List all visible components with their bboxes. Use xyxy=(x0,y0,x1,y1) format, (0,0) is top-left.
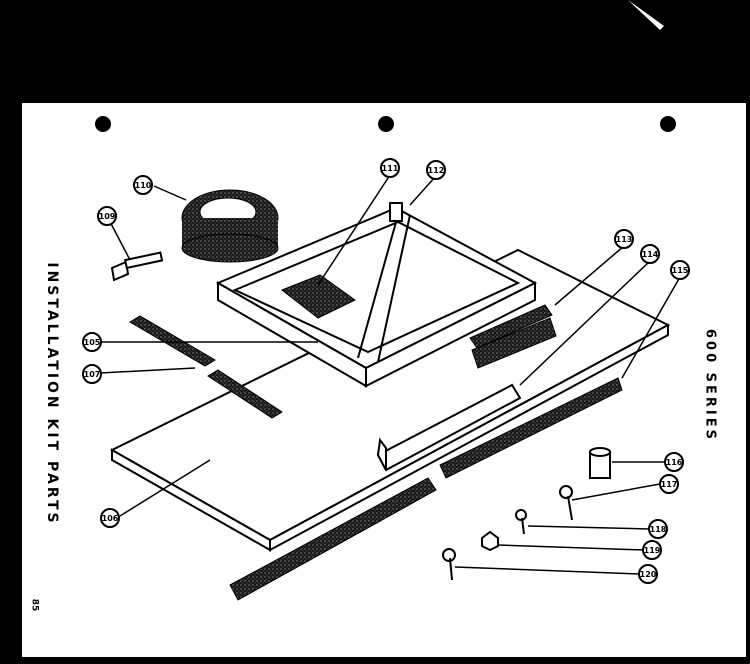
bushing xyxy=(589,447,611,479)
callout-114: 114 xyxy=(640,244,660,264)
svg-text:111: 111 xyxy=(382,164,399,173)
foam-strip-upper xyxy=(129,315,216,367)
callout-balloons: 105 106 107 109 110 111 112 113 114 115 116 117 118 1… xyxy=(82,158,690,584)
foam-pads-stack xyxy=(469,304,557,369)
svg-text:107: 107 xyxy=(84,370,101,379)
callout-107: 107 xyxy=(82,364,102,384)
hardware xyxy=(442,447,611,581)
callout-111: 111 xyxy=(380,158,400,178)
binder-hole-center xyxy=(378,116,394,132)
leader-lines xyxy=(99,174,681,575)
svg-text:117: 117 xyxy=(661,480,678,489)
corner-mark xyxy=(628,0,664,30)
callout-109: 109 xyxy=(97,206,117,226)
callout-106: 106 xyxy=(100,508,120,528)
bolt xyxy=(110,251,164,282)
window-frame xyxy=(215,202,538,388)
foam-strip-long-left xyxy=(229,477,437,601)
callout-119: 119 xyxy=(642,540,662,560)
callout-112: 112 xyxy=(426,160,446,180)
screw-120 xyxy=(442,548,456,581)
foam-strip-lower xyxy=(207,369,283,419)
gasket-roll xyxy=(181,189,279,263)
callout-105: 105 xyxy=(82,332,102,352)
angle-bracket xyxy=(376,383,522,472)
svg-text:116: 116 xyxy=(666,458,683,467)
svg-text:118: 118 xyxy=(650,525,667,534)
nut-119 xyxy=(481,530,499,552)
svg-text:120: 120 xyxy=(640,570,657,579)
binder-holes xyxy=(95,116,676,132)
callout-115: 115 xyxy=(670,260,690,280)
svg-text:112: 112 xyxy=(428,166,445,175)
foam-strip-long-right xyxy=(439,377,623,479)
binder-hole-left xyxy=(95,116,111,132)
svg-text:109: 109 xyxy=(99,212,116,221)
svg-text:113: 113 xyxy=(616,235,633,244)
callout-110: 110 xyxy=(133,175,153,195)
foam-pad xyxy=(281,274,356,319)
svg-text:114: 114 xyxy=(642,250,659,259)
callout-113: 113 xyxy=(614,229,634,249)
binder-hole-right xyxy=(660,116,676,132)
callout-117: 117 xyxy=(659,474,679,494)
screw-117 xyxy=(559,485,573,521)
svg-text:115: 115 xyxy=(672,266,689,275)
callout-118: 118 xyxy=(648,519,668,539)
svg-text:110: 110 xyxy=(135,181,152,190)
callout-120: 120 xyxy=(638,564,658,584)
callout-116: 116 xyxy=(664,452,684,472)
svg-text:119: 119 xyxy=(644,546,661,555)
screw-118 xyxy=(515,509,527,535)
svg-text:106: 106 xyxy=(102,514,119,523)
svg-text:105: 105 xyxy=(84,338,101,347)
